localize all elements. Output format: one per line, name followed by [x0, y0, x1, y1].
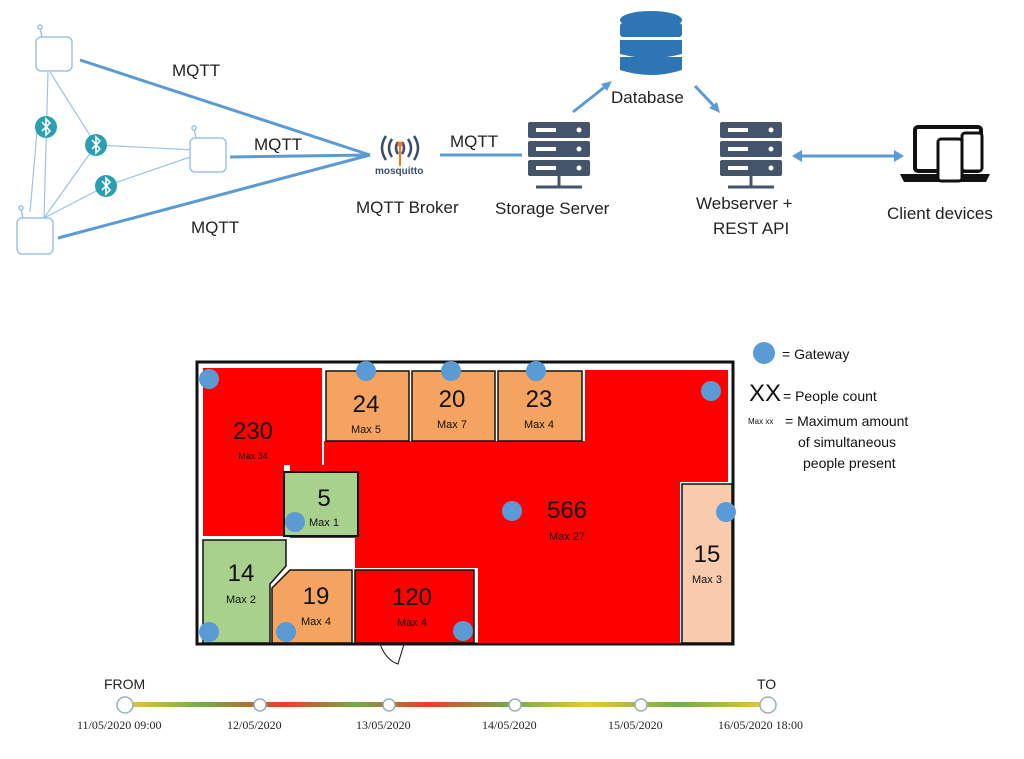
room-5-max: Max 1 [309, 517, 339, 529]
bluetooth-mesh-lines [29, 71, 197, 219]
legend-count-symbol: XX [749, 380, 782, 407]
mqtt-link-bottom [57, 153, 371, 240]
mqtt-label-middle: MQTT [254, 135, 303, 154]
webserver-label-line2: REST API [713, 219, 790, 238]
room-20-area [411, 370, 496, 442]
legend-max-symbol: Max xx [748, 417, 774, 426]
client-devices-label: Client devices [887, 204, 993, 223]
gateway-marker [716, 502, 736, 522]
room-120-max: Max 4 [397, 617, 427, 629]
timeline-date-label: 15/05/2020 [608, 718, 663, 732]
room-5-count: 5 [317, 485, 331, 512]
room-14-max: Max 2 [226, 594, 256, 606]
legend-max-text-1: = Maximum amount [785, 413, 909, 429]
mosquitto-logo-icon [380, 135, 420, 166]
room-15-count: 15 [693, 541, 721, 568]
timeline-bar [125, 702, 768, 707]
timeline-date-label: 14/05/2020 [482, 718, 537, 732]
room-566-max: Max 27 [548, 531, 586, 543]
room-230-max: Max 34 [238, 451, 268, 461]
door [379, 643, 405, 665]
gateway-marker [526, 361, 546, 381]
floorplan [195, 360, 736, 665]
timeline-marker [253, 698, 267, 712]
room-14-count: 14 [227, 560, 255, 587]
timeline-date-label: 13/05/2020 [356, 718, 411, 732]
database-label: Database [611, 88, 684, 107]
timeline-marker [634, 698, 648, 712]
timeline-to-label: TO [757, 676, 777, 692]
gateway-marker [701, 381, 721, 401]
gateway-marker [453, 621, 473, 641]
timeline-marker [508, 698, 522, 712]
mqtt-link-top [79, 58, 371, 157]
gateway-marker [285, 512, 305, 532]
legend-max-text-3: people present [803, 455, 896, 471]
room-23-count: 23 [525, 386, 553, 413]
mosquitto-logo-text: mosquitto [375, 166, 424, 177]
webserver-icon [720, 122, 782, 189]
webserver-label-line1: Webserver + [696, 194, 793, 213]
room-566-count: 566 [546, 497, 588, 524]
gateway-marker [199, 622, 219, 642]
timeline-date-label: 11/05/2020 09:00 [77, 718, 162, 732]
mqtt-label-broker-storage: MQTT [450, 132, 499, 151]
legend-gateway-icon [753, 342, 775, 364]
sensor-node-bottom [16, 205, 54, 255]
gateway-marker [356, 361, 376, 381]
timeline-marker [759, 696, 777, 714]
gateway-marker [276, 622, 296, 642]
timeline-marker [382, 698, 396, 712]
legend-max-text-2: of simultaneous [798, 434, 897, 450]
gateway-marker [502, 501, 522, 521]
room-23-max: Max 4 [524, 419, 554, 431]
gateways [199, 361, 736, 642]
room-24-count: 24 [352, 391, 380, 418]
gateway-marker [441, 361, 461, 381]
mqtt-label-bottom: MQTT [191, 218, 240, 237]
timeline-from-label: FROM [104, 676, 146, 692]
room-120-count: 120 [391, 584, 433, 611]
bluetooth-icon [85, 134, 107, 156]
room-20-count: 20 [438, 386, 466, 413]
broker-label: MQTT Broker [356, 198, 459, 217]
data-flow-arrows [572, 81, 904, 162]
timeline-marker [116, 696, 134, 714]
database-icon [620, 11, 682, 75]
room-230-count: 230 [232, 418, 274, 445]
room-19-count: 19 [302, 583, 330, 610]
room-20-max: Max 7 [437, 419, 467, 431]
room-24-max: Max 5 [351, 424, 381, 436]
room-230-area [203, 368, 322, 536]
timeline-date-label: 16/05/2020 18:00 [718, 718, 804, 732]
client-devices-icon [900, 125, 990, 183]
gateway-marker [199, 369, 219, 389]
legend-gateway-text: = Gateway [782, 346, 850, 362]
architecture-lines [57, 58, 522, 240]
bluetooth-icon [35, 116, 57, 138]
sensor-node-top [35, 24, 73, 72]
storage-server-icon [528, 122, 590, 189]
timeline-date-label: 12/05/2020 [227, 718, 282, 732]
room-19-max: Max 4 [301, 616, 331, 628]
bluetooth-icon [95, 175, 117, 197]
mqtt-label-top: MQTT [172, 61, 221, 80]
room-14-area [202, 539, 287, 644]
storage-server-label: Storage Server [495, 199, 610, 218]
room-15-max: Max 3 [692, 574, 722, 586]
timeline [116, 696, 777, 714]
mqtt-link-middle [229, 153, 371, 159]
sensor-node-middle [189, 125, 227, 173]
legend-count-text: = People count [783, 388, 877, 404]
